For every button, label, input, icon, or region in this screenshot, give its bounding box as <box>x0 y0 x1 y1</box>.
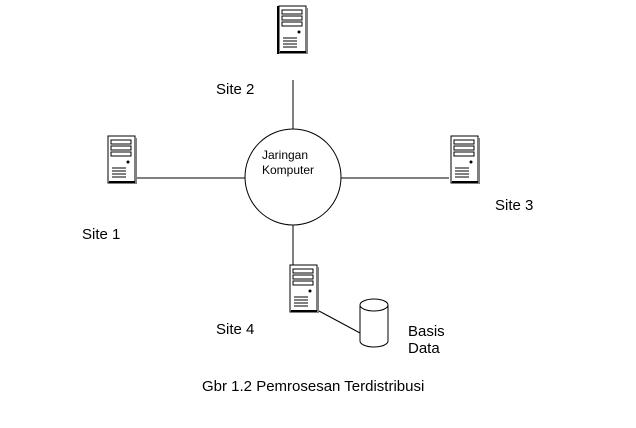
hub-label-line1: Jaringan <box>262 148 309 162</box>
database-label-line2: Data <box>408 340 440 355</box>
figure-caption: Gbr 1.2 Pemrosesan Terdistribusi <box>202 378 425 395</box>
site3-label: Site 3 <box>495 197 534 214</box>
site2-computer-icon <box>278 5 309 55</box>
site3-computer-icon <box>450 135 481 185</box>
database-cylinder-icon <box>359 298 389 348</box>
link-database <box>318 310 361 334</box>
site4-label: Site 4 <box>216 321 255 338</box>
site4-computer-icon <box>289 264 320 314</box>
site2-label: Site 2 <box>216 81 255 98</box>
site1-label: Site 1 <box>82 226 121 243</box>
hub-label-line2: Komputer <box>262 163 315 177</box>
database-label-line1: Basis <box>408 323 445 340</box>
network-hub-circle <box>244 128 342 226</box>
database-label: Basis Data <box>408 323 468 355</box>
hub-label: Jaringan Komputer <box>262 148 332 178</box>
site1-computer-icon <box>107 135 138 185</box>
